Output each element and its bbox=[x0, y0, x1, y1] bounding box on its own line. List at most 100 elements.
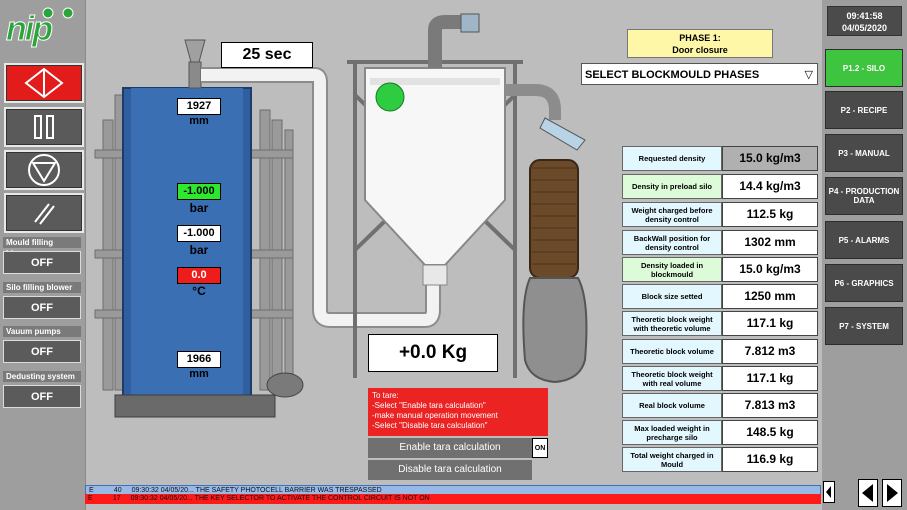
nav-p6-graphics[interactable]: P6 - GRAPHICS bbox=[825, 264, 903, 302]
tara-line: -Select "Disable tara calculation" bbox=[372, 421, 488, 430]
vacuum-pumps-label: Vauum pumps bbox=[3, 326, 81, 337]
silo-blower-label: Silo filling blower bbox=[3, 282, 81, 293]
phase-number: PHASE 1: bbox=[679, 33, 721, 43]
row-label: Max loaded weight in precharge silo bbox=[622, 420, 722, 445]
dedusting-label: Dedusting system bbox=[3, 371, 81, 382]
mould-blower-toggle[interactable]: OFF bbox=[3, 251, 81, 274]
vacuum-pumps-toggle[interactable]: OFF bbox=[3, 340, 81, 363]
pressure1-unit: bar bbox=[189, 201, 209, 215]
top-level-unit: mm bbox=[189, 115, 209, 127]
row-label: Theoretic block weight with real volume bbox=[622, 366, 722, 391]
reset-button[interactable] bbox=[4, 193, 84, 233]
prev-page-button[interactable] bbox=[858, 479, 878, 507]
mould-blower-label: Mould filling blower bbox=[3, 237, 81, 258]
row-value: 116.9 kg bbox=[722, 447, 818, 472]
row-label: Total weight charged in Mould bbox=[622, 447, 722, 472]
nav-p7-system[interactable]: P7 - SYSTEM bbox=[825, 307, 903, 345]
row-value: 14.4 kg/m3 bbox=[722, 174, 818, 199]
bottom-level-value: 1966 bbox=[177, 351, 221, 368]
row-value[interactable]: 15.0 kg/m3 bbox=[722, 146, 818, 171]
alarm-type: E bbox=[89, 487, 94, 494]
alarm-row[interactable]: E 17 09:30:32 04/05/20... THE KEY SELECT… bbox=[85, 494, 821, 504]
silo-blower-toggle[interactable]: OFF bbox=[3, 296, 81, 319]
silo-status-indicator bbox=[375, 82, 405, 112]
row-label: Theoretic block volume bbox=[622, 339, 722, 364]
scale-weight: +0.0 Kg bbox=[368, 334, 498, 372]
select-value: SELECT BLOCKMOULD PHASES bbox=[585, 69, 760, 81]
phase-name: Door closure bbox=[672, 45, 728, 55]
enable-tara-button[interactable]: Enable tara calculation bbox=[368, 438, 532, 458]
row-label: Theoretic block weight with theoretic vo… bbox=[622, 311, 722, 336]
alarm-number: 40 bbox=[113, 487, 122, 494]
slash-icon bbox=[34, 203, 55, 225]
tara-instructions: To tare: -Select "Enable tara calculatio… bbox=[368, 388, 548, 436]
temperature-unit: °C bbox=[192, 284, 206, 298]
start-button[interactable] bbox=[4, 63, 84, 103]
row-label: Block size setted bbox=[622, 284, 722, 309]
alarm-text: 09:30:32 04/05/20... THE SAFETY PHOTOCEL… bbox=[131, 487, 382, 494]
tara-line: -make manual operation movement bbox=[372, 411, 498, 420]
clock-time: 09:41:58 bbox=[846, 11, 883, 21]
row-value: 1250 mm bbox=[722, 284, 818, 309]
nav-p3-manual[interactable]: P3 - MANUAL bbox=[825, 134, 903, 172]
nav-p1-silo[interactable]: P1.2 - SILO bbox=[825, 49, 903, 87]
alarm-type: E bbox=[88, 495, 93, 502]
nav-p5-alarms[interactable]: P5 - ALARMS bbox=[825, 221, 903, 259]
tara-title: To tare: bbox=[372, 391, 399, 400]
pressure2-unit: bar bbox=[189, 243, 209, 257]
temperature-value: 0.0 bbox=[177, 267, 221, 284]
stop-button[interactable] bbox=[4, 150, 84, 190]
nav-p2-recipe[interactable]: P2 - RECIPE bbox=[825, 91, 903, 129]
alarm-number: 17 bbox=[112, 495, 121, 502]
blockmould-phase-select[interactable]: SELECT BLOCKMOULD PHASES ▽ bbox=[581, 63, 818, 85]
arrow-right-icon bbox=[887, 484, 898, 502]
row-value: 148.5 kg bbox=[722, 420, 818, 445]
tara-line: -Select "Enable tara calculation" bbox=[372, 401, 486, 410]
chevron-left-icon bbox=[826, 486, 831, 498]
row-label: Weight charged before density control bbox=[622, 202, 722, 227]
row-label: Density in preload silo bbox=[622, 174, 722, 199]
diamond-start-icon bbox=[24, 67, 64, 99]
top-level-value: 1927 bbox=[177, 98, 221, 115]
pressure1-value: -1.000 bbox=[177, 183, 221, 200]
row-value: 117.1 kg bbox=[722, 366, 818, 391]
pause-button[interactable] bbox=[4, 107, 84, 147]
disable-tara-button[interactable]: Disable tara calculation bbox=[368, 460, 532, 480]
row-value: 1302 mm bbox=[722, 230, 818, 255]
cycle-timer: 25 sec bbox=[221, 42, 313, 68]
nav-p4-production-data[interactable]: P4 - PRODUCTION DATA bbox=[825, 177, 903, 215]
row-label: BackWall position for density control bbox=[622, 230, 722, 255]
bottom-level-unit: mm bbox=[189, 368, 209, 380]
row-label: Density loaded in blockmould bbox=[622, 257, 722, 282]
row-label: Requested density bbox=[622, 146, 722, 171]
row-value: 7.812 m3 bbox=[722, 339, 818, 364]
next-page-button[interactable] bbox=[882, 479, 902, 507]
phase-indicator: PHASE 1: Door closure bbox=[627, 29, 773, 58]
dedusting-toggle[interactable]: OFF bbox=[3, 385, 81, 408]
alarm-text: 09:30:32 04/05/20... THE KEY SELECTOR TO… bbox=[130, 495, 430, 502]
row-label: Real block volume bbox=[622, 393, 722, 418]
chevron-down-icon[interactable]: ▽ bbox=[804, 69, 813, 81]
row-value: 117.1 kg bbox=[722, 311, 818, 336]
clock-date: 04/05/2020 bbox=[841, 23, 888, 33]
process-diagram bbox=[94, 13, 588, 418]
company-logo: nip bbox=[4, 4, 82, 49]
arrow-left-icon bbox=[862, 484, 873, 502]
table-row: Theoretic block weight with theoretic vo… bbox=[622, 311, 818, 336]
row-value: 7.813 m3 bbox=[722, 393, 818, 418]
triangle-stop-icon bbox=[28, 154, 60, 186]
row-value: 15.0 kg/m3 bbox=[722, 257, 818, 282]
alarm-scroll-button[interactable] bbox=[823, 481, 835, 503]
row-value: 112.5 kg bbox=[722, 202, 818, 227]
pressure2-value: -1.000 bbox=[177, 225, 221, 242]
